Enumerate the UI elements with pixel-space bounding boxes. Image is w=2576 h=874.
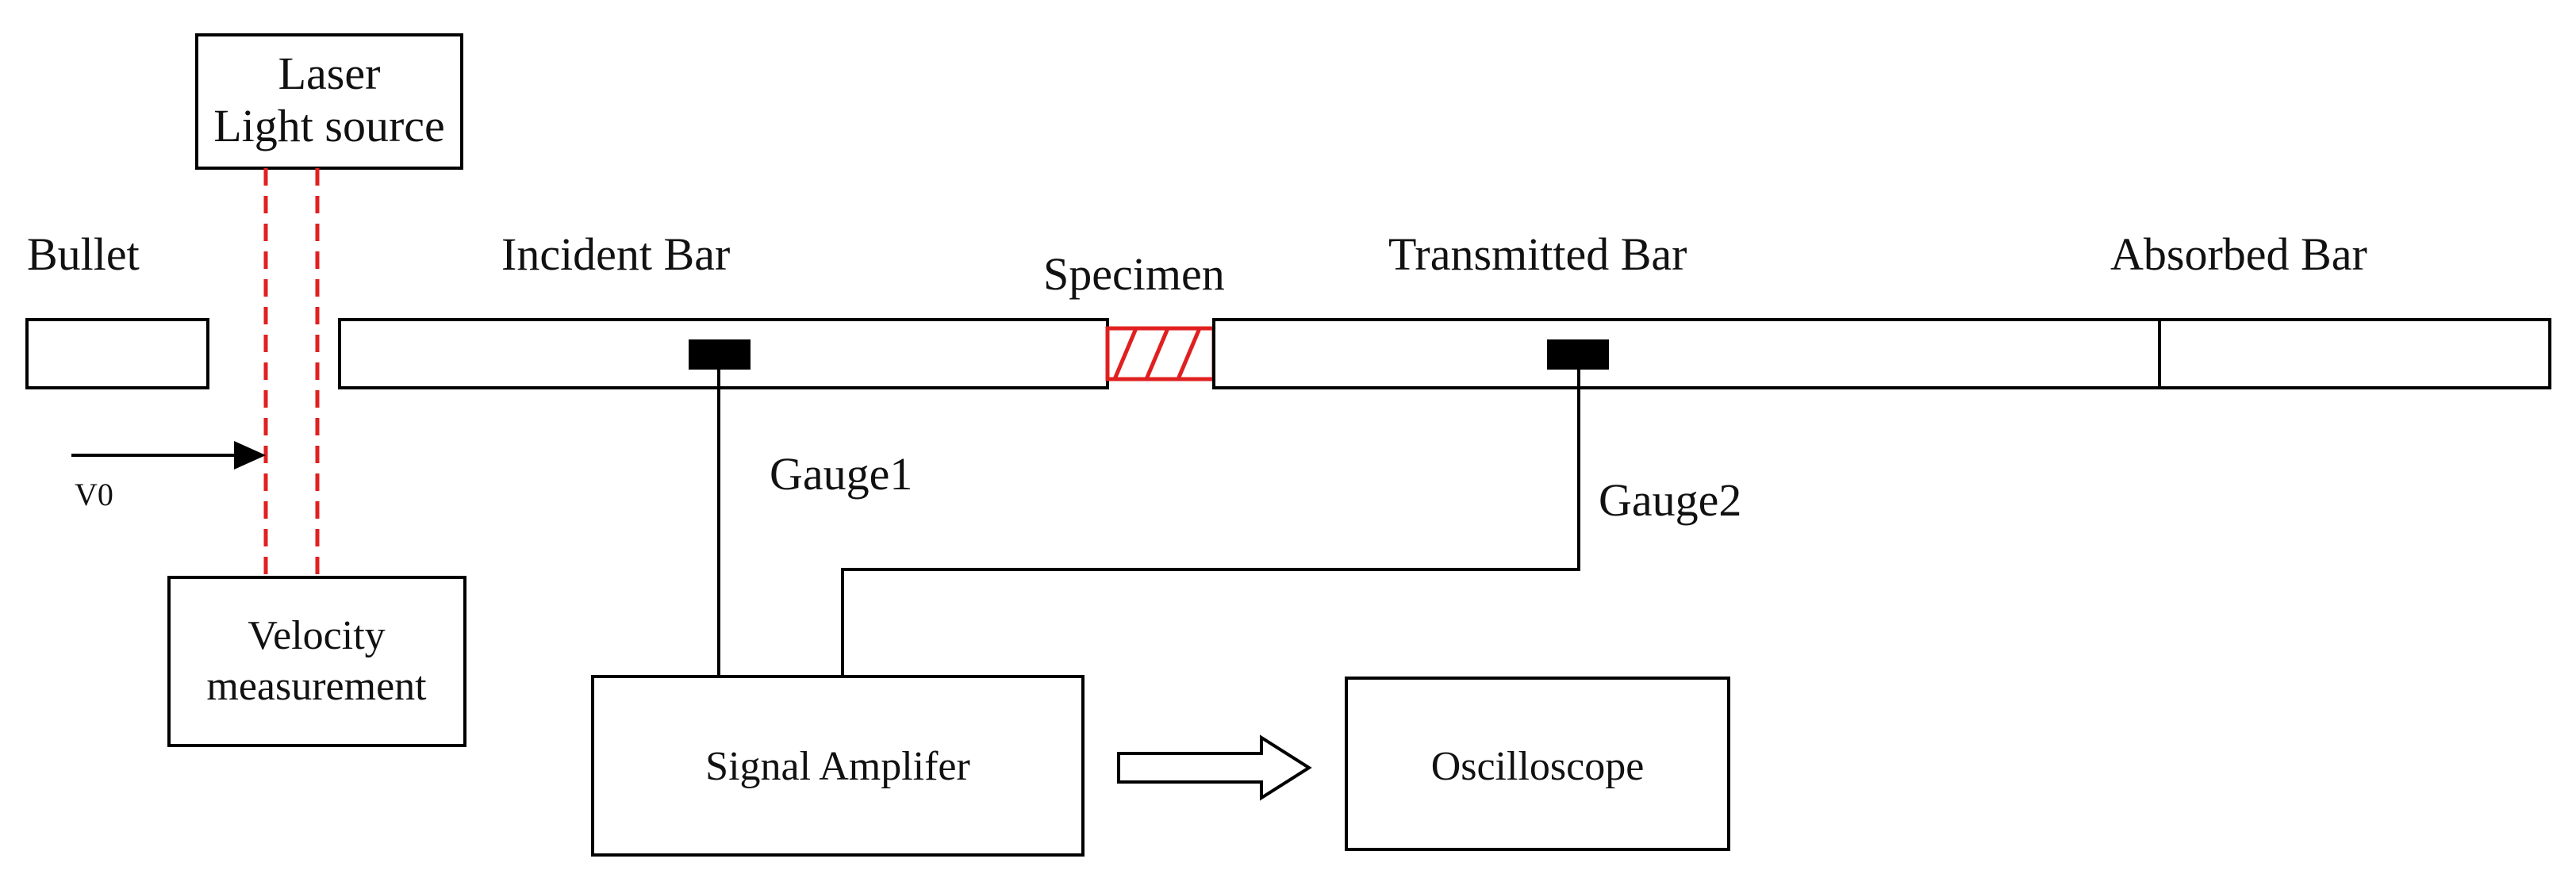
bullet [25,318,209,389]
gauge2-wire [841,370,1580,677]
absorbed-bar-label: Absorbed Bar [2110,228,2367,280]
signal-amplifier-box [591,675,1085,857]
signal-amplifier-label: Signal Amplifer [705,744,970,789]
laser-label-line1: Laser [278,48,381,99]
bullet-label: Bullet [27,228,140,280]
hollow-arrow [1117,734,1312,801]
specimen-label: Specimen [1043,248,1225,300]
strain-gauge-2 [1547,339,1609,370]
oscilloscope-box [1345,677,1730,851]
specimen-hatch [1112,328,1202,380]
velocity-measurement-box [167,576,466,747]
velocity-symbol: V0 [75,477,113,512]
transmitted-bar-label: Transmitted Bar [1388,228,1687,280]
laser-source-box [195,33,463,170]
transmitted-bar [1212,318,2161,389]
absorbed-bar [2158,318,2551,389]
incident-bar-label: Incident Bar [501,228,730,280]
gauge1-label: Gauge1 [770,448,912,500]
strain-gauge-1 [689,339,751,370]
oscilloscope-label: Oscilloscope [1431,744,1645,789]
gauge2-label: Gauge2 [1599,474,1741,526]
laser-label-line2: Light source [213,100,445,151]
velocity-label-line1: Velocity [248,613,385,658]
velocity-arrow-head [234,441,266,470]
velocity-label-line2: measurement [206,664,427,709]
